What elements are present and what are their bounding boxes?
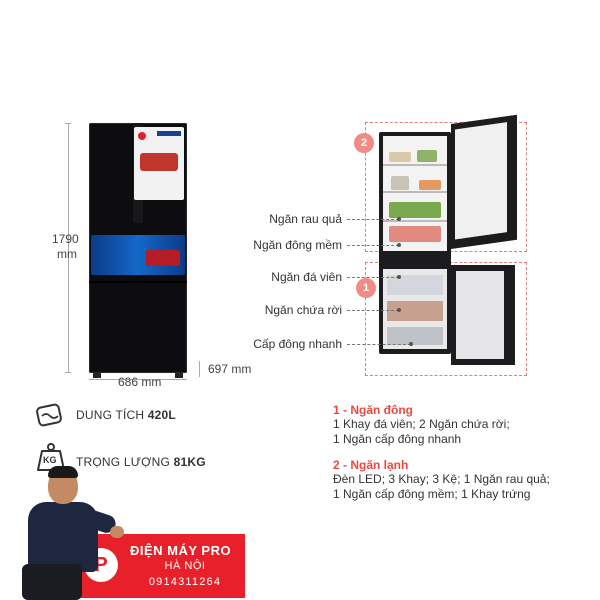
door-interior [455,122,507,240]
weight-label: TRỌNG LƯỢNG [76,455,171,469]
food-item [419,180,441,190]
capacity-icon [36,402,66,428]
person-hair [48,466,78,478]
width-value: 686 mm [118,375,162,389]
callout-leader [347,277,399,278]
fridge-door-open [451,114,517,249]
fridge-section: 2 - Ngăn lạnh Đèn LED; 3 Khay; 3 Kệ; 1 N… [333,458,595,502]
section-line: Đèn LED; 3 Khay; 3 Kệ; 1 Ngăn rau quả; [333,472,550,486]
callout-dot [397,217,401,221]
callout-dot [397,243,401,247]
callout-label: Ngăn chứa rời [264,303,342,317]
energy-label-sticker [134,127,184,200]
fridge-cabinet [379,132,451,354]
weight-icon-text: KG [43,455,57,465]
marker-fridge: 2 [354,133,374,153]
brand-logo-strip [157,131,181,136]
fridge-front-image [89,123,187,378]
shelf [383,220,447,222]
food-item [417,150,437,162]
person-hand [110,526,124,538]
badge-icon [138,132,146,140]
capacity-value: 420L [147,408,176,422]
callout-label: Ngăn đá viên [271,270,342,284]
feature-badge [146,250,180,266]
width-dimension-line [89,379,187,380]
dimension-tick [65,372,71,373]
ice-tray [387,275,443,295]
fridge-interior [383,136,447,251]
height-unit: mm [57,247,77,261]
soft-freeze-drawer [389,226,441,242]
callout-leader [347,219,399,220]
section-title: 1 - Ngăn đông [333,403,413,417]
food-item [389,152,411,162]
callout-label: Ngăn đông mềm [253,238,342,252]
spokesperson-photo [20,466,124,600]
callout-leader [347,245,399,246]
food-item [391,176,409,190]
height-value: 1790 [52,232,79,246]
feature-banner [91,235,185,275]
brand-phone: 0914311264 [148,576,222,588]
door-split [89,281,187,283]
fridge-foot [175,373,183,378]
weight-value: 81KG [173,455,206,469]
brand-city: HÀ NỘI [164,560,206,572]
freezer-interior [383,269,447,349]
shelf [383,164,447,166]
fridge-open-image [365,114,528,376]
depth-value: 697 mm [208,362,252,376]
section-line: 1 Khay đá viên; 2 Ngăn chứa rời; [333,417,510,431]
fridge-foot [93,373,101,378]
person-legs [22,564,82,600]
callout-dot [397,308,401,312]
weight-spec: TRỌNG LƯỢNG 81KG [76,455,206,469]
section-line: 1 Ngăn cấp đông mềm; 1 Khay trứng [333,487,531,501]
callout-dot [397,275,401,279]
capacity-spec: DUNG TÍCH 420L [76,408,176,422]
shelf [383,191,447,193]
door-interior [456,271,504,359]
marker-freezer: 1 [356,278,376,298]
callout-dot [409,342,413,346]
callout-leader [347,310,399,311]
section-line: 1 Ngăn cấp đông nhanh [333,432,462,446]
freezer-drawer [387,327,443,345]
callout-label: Cấp đông nhanh [253,337,342,351]
freezer-section: 1 - Ngăn đông 1 Khay đá viên; 2 Ngăn chứ… [333,403,593,447]
callout-label: Ngăn rau quả [269,212,342,226]
depth-dimension-line [199,361,200,377]
food-photo [140,153,178,171]
height-dimension-line [68,123,69,373]
brand-name: ĐIỆN MÁY PRO [130,543,232,558]
freezer-drawer [387,301,443,321]
callout-leader [347,344,411,345]
dimension-tick [65,123,71,124]
vegetable-drawer [389,202,441,218]
freezer-door-open [451,265,515,365]
capacity-label: DUNG TÍCH [76,408,145,422]
section-title: 2 - Ngăn lạnh [333,458,409,472]
